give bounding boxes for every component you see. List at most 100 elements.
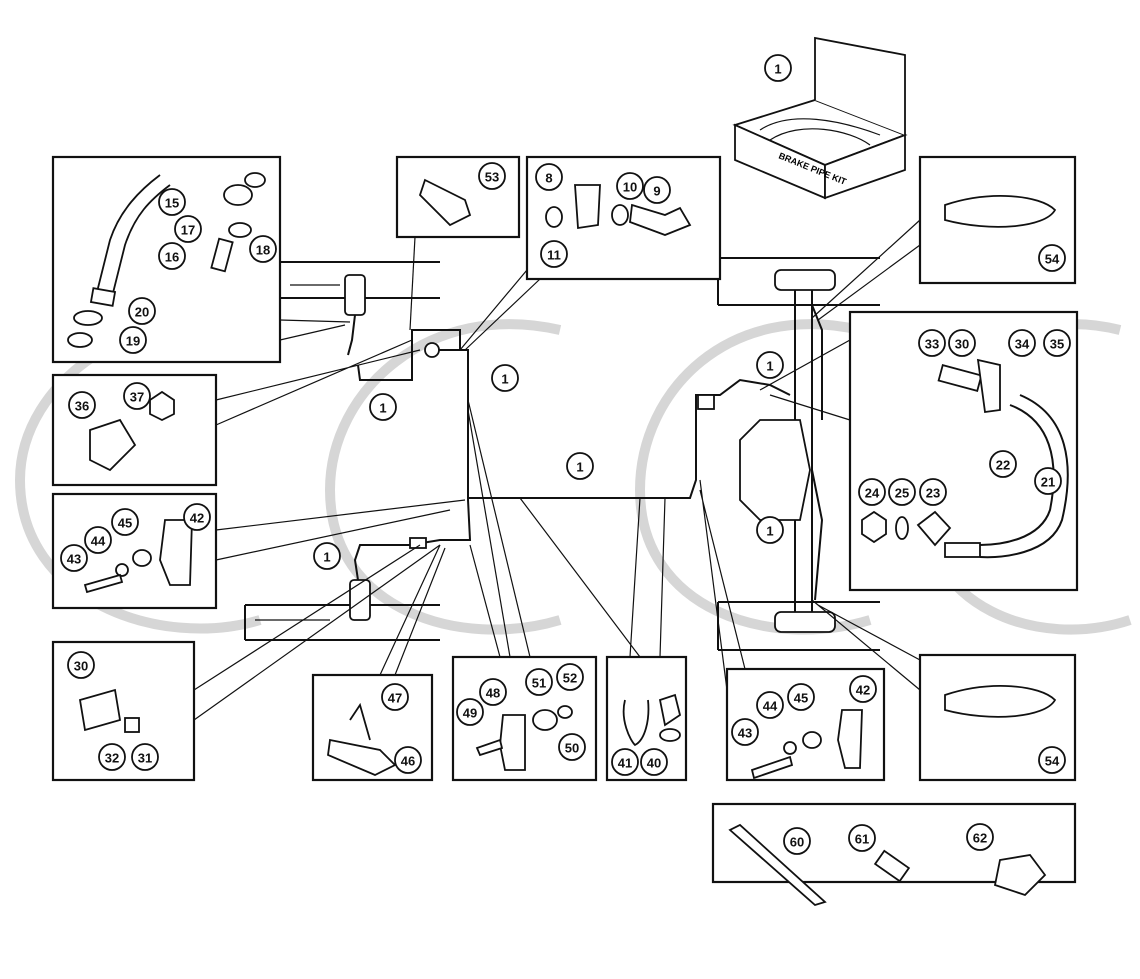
callout-label: 47 bbox=[388, 691, 402, 706]
callout-circle bbox=[479, 678, 507, 706]
callout-number: 1 bbox=[313, 542, 341, 570]
callout-number: 19 bbox=[119, 326, 147, 354]
callout-circle bbox=[1043, 329, 1071, 357]
callout-number: 1 bbox=[491, 364, 519, 392]
callout-circle bbox=[556, 663, 584, 691]
leader-lines bbox=[193, 219, 921, 721]
callout-circle bbox=[131, 743, 159, 771]
callout-number: 33 bbox=[918, 329, 946, 357]
callout-number: 1 bbox=[369, 393, 397, 421]
callout-label: 10 bbox=[623, 180, 637, 195]
callout-number: 46 bbox=[394, 746, 422, 774]
callout-label: 19 bbox=[126, 334, 140, 349]
callout-number: 9 bbox=[643, 176, 671, 204]
callout-number: 23 bbox=[919, 478, 947, 506]
callout-number: 47 bbox=[381, 683, 409, 711]
callout-label: 52 bbox=[563, 671, 577, 686]
callout-number: 24 bbox=[858, 478, 886, 506]
callout-label: 1 bbox=[501, 372, 508, 387]
callout-label: 18 bbox=[256, 243, 270, 258]
callout-number: 1 bbox=[566, 452, 594, 480]
callout-number: 37 bbox=[123, 382, 151, 410]
callout-label: 42 bbox=[190, 511, 204, 526]
callout-label: 43 bbox=[738, 726, 752, 741]
callout-label: 37 bbox=[130, 390, 144, 405]
callout-label: 1 bbox=[774, 62, 781, 77]
callout-label: 46 bbox=[401, 754, 415, 769]
callout-circle bbox=[783, 827, 811, 855]
callout-label: 45 bbox=[118, 516, 132, 531]
brake-pipes bbox=[347, 304, 824, 601]
callout-label: 48 bbox=[486, 686, 500, 701]
callout-circle bbox=[84, 526, 112, 554]
callout-number: 30 bbox=[948, 329, 976, 357]
callout-label: 62 bbox=[973, 831, 987, 846]
callout-label: 25 bbox=[895, 486, 909, 501]
callout-circle bbox=[858, 478, 886, 506]
callout-number: 25 bbox=[888, 478, 916, 506]
callout-label: 54 bbox=[1045, 754, 1060, 769]
callout-circle bbox=[183, 503, 211, 531]
callout-label: 51 bbox=[532, 676, 546, 691]
callout-number: 54 bbox=[1038, 244, 1066, 272]
callout-number: 32 bbox=[98, 743, 126, 771]
callout-number: 44 bbox=[84, 526, 112, 554]
callout-number: 8 bbox=[535, 163, 563, 191]
callout-number: 20 bbox=[128, 297, 156, 325]
callout-number: 31 bbox=[131, 743, 159, 771]
callout-circle bbox=[478, 162, 506, 190]
callout-label: 40 bbox=[647, 756, 661, 771]
callout-circle bbox=[948, 329, 976, 357]
callout-label: 60 bbox=[790, 835, 804, 850]
callout-circle bbox=[611, 748, 639, 776]
callout-number: 43 bbox=[731, 718, 759, 746]
callout-number: 22 bbox=[989, 450, 1017, 478]
part-drawings bbox=[67, 172, 1069, 907]
callout-label: 50 bbox=[565, 741, 579, 756]
callout-number: 1 bbox=[756, 351, 784, 379]
callout-circle bbox=[616, 172, 644, 200]
callout-circle bbox=[111, 508, 139, 536]
callout-number: 49 bbox=[456, 698, 484, 726]
callout-label: 11 bbox=[547, 248, 561, 263]
callout-label: 45 bbox=[794, 691, 808, 706]
callout-circle bbox=[313, 542, 341, 570]
callout-circle bbox=[535, 163, 563, 191]
callout-label: 20 bbox=[135, 305, 149, 320]
callout-number: 45 bbox=[787, 683, 815, 711]
callout-number: 48 bbox=[479, 678, 507, 706]
callout-number: 54 bbox=[1038, 746, 1066, 774]
callout-circle bbox=[848, 824, 876, 852]
callout-label: 53 bbox=[485, 170, 499, 185]
callout-circle bbox=[491, 364, 519, 392]
callout-circle bbox=[174, 215, 202, 243]
callout-circle bbox=[764, 54, 792, 82]
callout-label: 32 bbox=[105, 751, 119, 766]
callout-circle bbox=[888, 478, 916, 506]
callout-circle bbox=[643, 176, 671, 204]
callout-label: 61 bbox=[855, 832, 869, 847]
callout-circle bbox=[1038, 244, 1066, 272]
callout-circle bbox=[540, 240, 568, 268]
callout-label: 1 bbox=[766, 524, 773, 539]
callout-label: 1 bbox=[576, 460, 583, 475]
callout-number: 42 bbox=[183, 503, 211, 531]
callout-circle bbox=[128, 297, 156, 325]
callout-label: 17 bbox=[181, 223, 195, 238]
callout-label: 1 bbox=[323, 550, 330, 565]
callout-number: 50 bbox=[558, 733, 586, 761]
callout-number: 42 bbox=[849, 675, 877, 703]
callout-circle bbox=[394, 746, 422, 774]
callout-number: 62 bbox=[966, 823, 994, 851]
callout-label: 1 bbox=[379, 401, 386, 416]
callout-number: 36 bbox=[68, 391, 96, 419]
callout-label: 9 bbox=[653, 184, 660, 199]
callout-number: 16 bbox=[158, 242, 186, 270]
callout-circle bbox=[456, 698, 484, 726]
callout-circle bbox=[756, 691, 784, 719]
callout-circle bbox=[558, 733, 586, 761]
callout-label: 24 bbox=[865, 486, 880, 501]
callout-number: 10 bbox=[616, 172, 644, 200]
